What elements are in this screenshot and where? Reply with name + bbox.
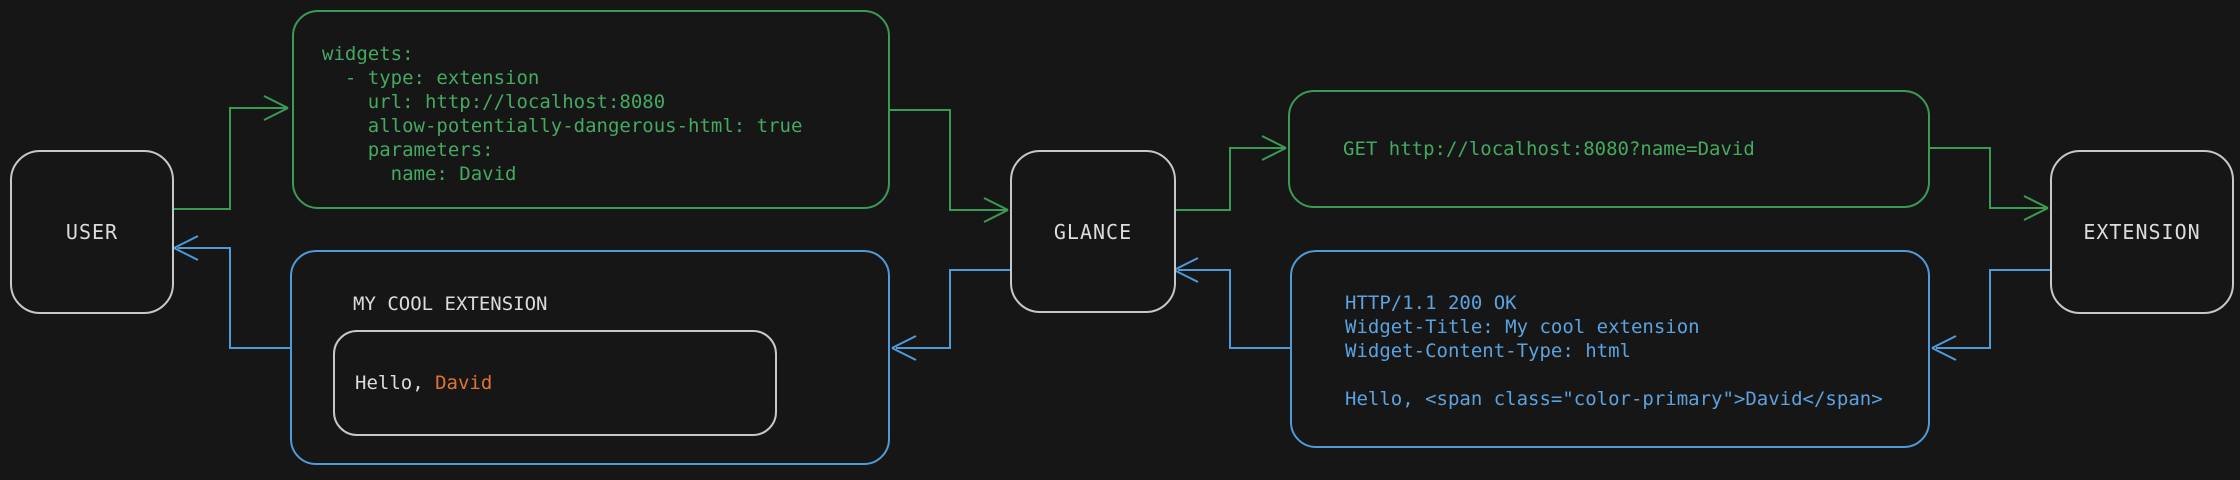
config-yaml-box: widgets: - type: extension url: http://l… — [292, 10, 890, 209]
response-line: HTTP/1.1 200 OK — [1345, 292, 1517, 314]
arrowhead-request-to-extension — [2023, 195, 2049, 221]
config-line: name: David — [322, 163, 517, 185]
response-line — [1345, 363, 1928, 387]
arrowhead-response-to-glance — [1173, 257, 1199, 283]
connector-glance-to-widget — [896, 269, 1010, 349]
node-glance-label: GLANCE — [1053, 219, 1133, 244]
node-extension-label: EXTENSION — [2083, 220, 2201, 244]
request-line: GET http://localhost:8080?name=David — [1343, 138, 1755, 160]
rendered-widget-box: MY COOL EXTENSION Hello, David — [290, 250, 890, 465]
node-user: USER — [10, 150, 174, 314]
config-line: allow-potentially-dangerous-html: true — [322, 115, 803, 137]
widget-greeting-box: Hello, David — [333, 330, 777, 436]
greeting-name: David — [435, 372, 493, 394]
arrowhead-widget-to-user — [173, 235, 199, 261]
greeting-prefix: Hello, — [355, 372, 436, 394]
connector-user-to-config — [170, 107, 286, 210]
connector-widget-to-user — [178, 247, 290, 349]
arrowhead-config-to-glance — [983, 197, 1009, 223]
arrowhead-glance-to-request — [1261, 135, 1287, 161]
http-response-box: HTTP/1.1 200 OK Widget-Title: My cool ex… — [1290, 250, 1930, 448]
widget-title: MY COOL EXTENSION — [353, 293, 548, 315]
response-line: Hello, <span class="color-primary">David… — [1345, 388, 1883, 410]
connector-config-to-glance — [890, 109, 1006, 211]
arrowhead-extension-to-response — [1931, 335, 1957, 361]
http-request-box: GET http://localhost:8080?name=David — [1288, 90, 1930, 208]
arrowhead-user-to-config — [263, 95, 289, 121]
connector-glance-to-request — [1172, 147, 1284, 211]
node-extension: EXTENSION — [2050, 150, 2234, 314]
connector-response-to-glance — [1178, 269, 1290, 349]
response-line: Widget-Content-Type: html — [1345, 340, 1631, 362]
node-user-label: USER — [65, 220, 119, 244]
response-line: Widget-Title: My cool extension — [1345, 316, 1700, 338]
config-line: - type: extension — [322, 67, 540, 89]
config-line: url: http://localhost:8080 — [322, 91, 666, 113]
connector-extension-to-response — [1936, 269, 2050, 349]
connector-request-to-extension — [1930, 147, 2046, 209]
node-glance: GLANCE — [1010, 150, 1176, 313]
arrowhead-glance-to-widget — [891, 335, 917, 361]
config-line: parameters: — [322, 139, 494, 161]
config-line: widgets: — [322, 43, 414, 65]
